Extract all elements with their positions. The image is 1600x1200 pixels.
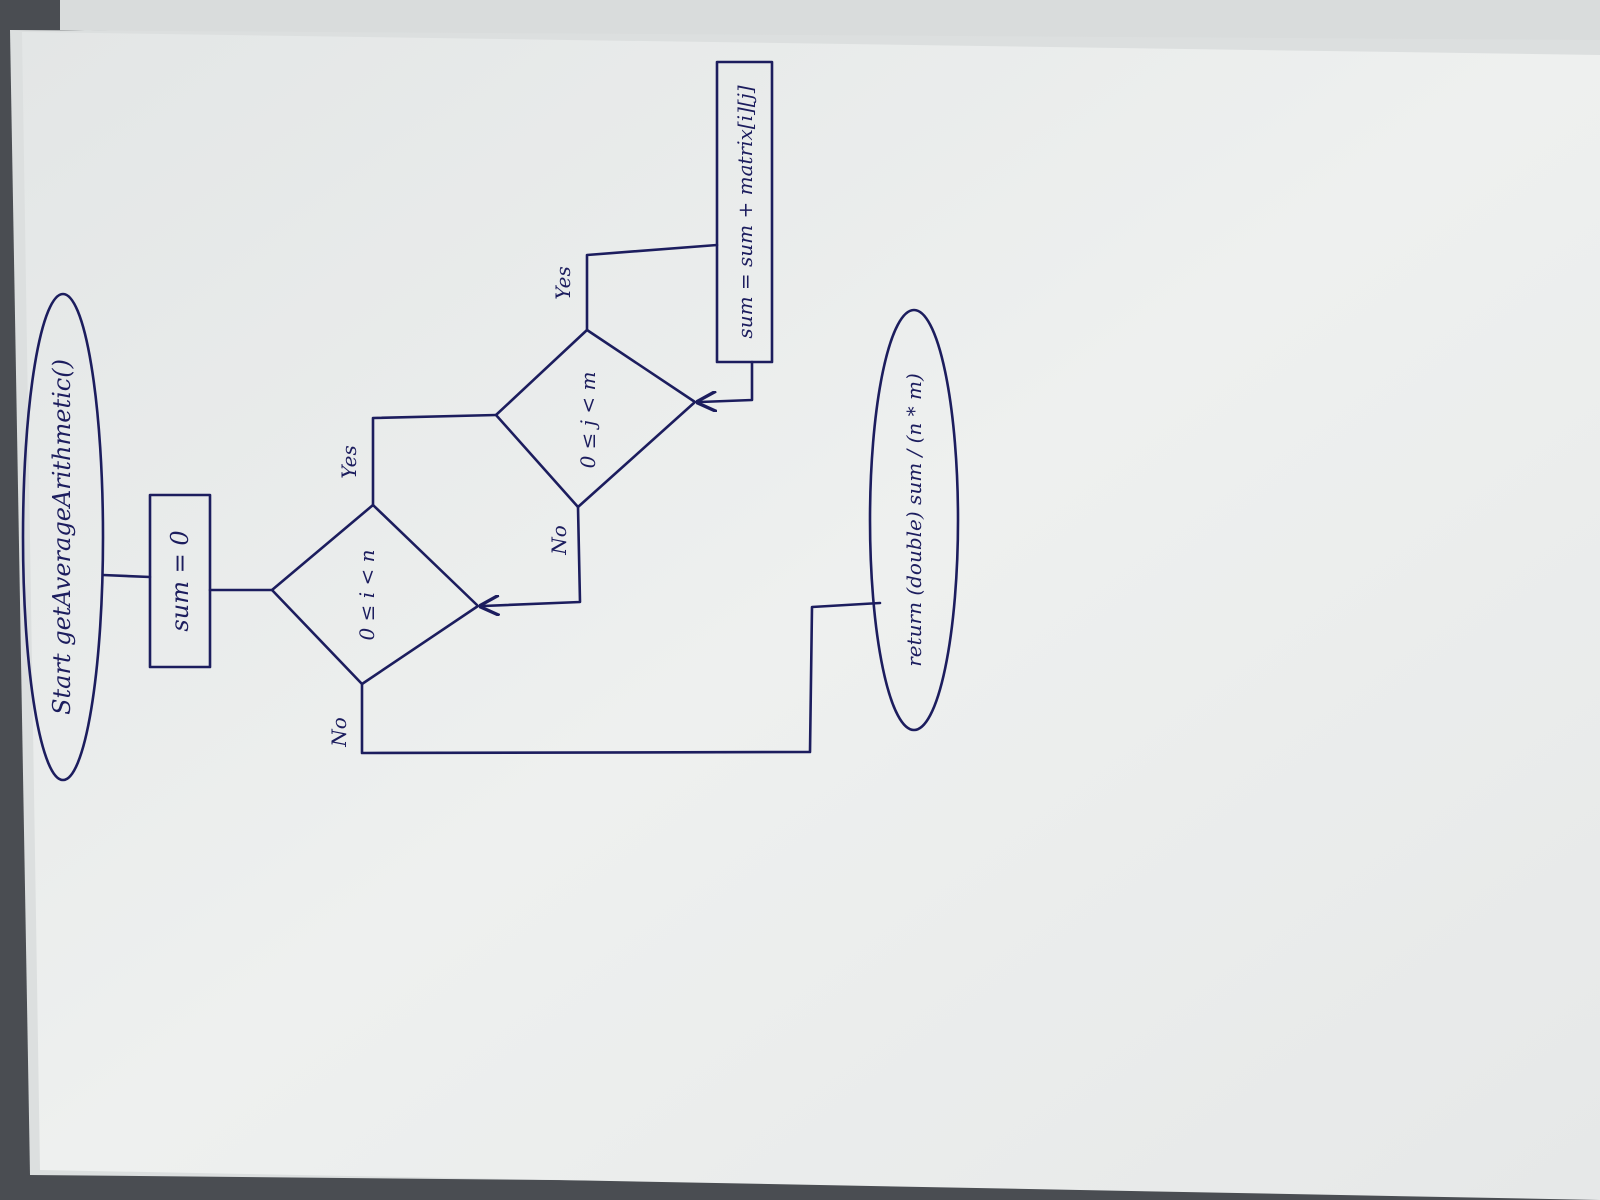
init-label: sum = 0 — [166, 530, 194, 631]
connector-update-return — [700, 360, 754, 402]
return-terminal: return (double) sum / (n * m) — [868, 308, 960, 732]
outer-yes-label: Yes — [337, 445, 361, 479]
outer-decision: 0 ≤ i < n — [270, 503, 480, 686]
connector-inner-no — [483, 505, 582, 606]
connector-outer-yes — [371, 413, 498, 507]
start-label: Start getAverageArithmetic() — [48, 359, 76, 715]
start-terminal: Start getAverageArithmetic() — [21, 292, 105, 782]
return-label: return (double) sum / (n * m) — [902, 373, 926, 667]
connector-outer-no — [360, 601, 882, 755]
update-label: sum = sum + matrix[i][j] — [733, 85, 757, 338]
inner-condition: 0 ≤ j < m — [576, 372, 600, 469]
flowchart: Start getAverageArithmetic() sum = 0 0 ≤… — [21, 60, 960, 782]
connector-inner-yes — [585, 243, 719, 332]
outer-condition: 0 ≤ i < n — [355, 550, 379, 641]
inner-no-label: No — [547, 525, 571, 556]
inner-decision: 0 ≤ j < m — [494, 328, 697, 509]
outer-no-label: No — [327, 717, 351, 748]
update-process: sum = sum + matrix[i][j] — [715, 60, 774, 364]
connector-start-init — [101, 573, 152, 579]
inner-yes-label: Yes — [551, 266, 575, 300]
init-process: sum = 0 — [148, 493, 212, 669]
